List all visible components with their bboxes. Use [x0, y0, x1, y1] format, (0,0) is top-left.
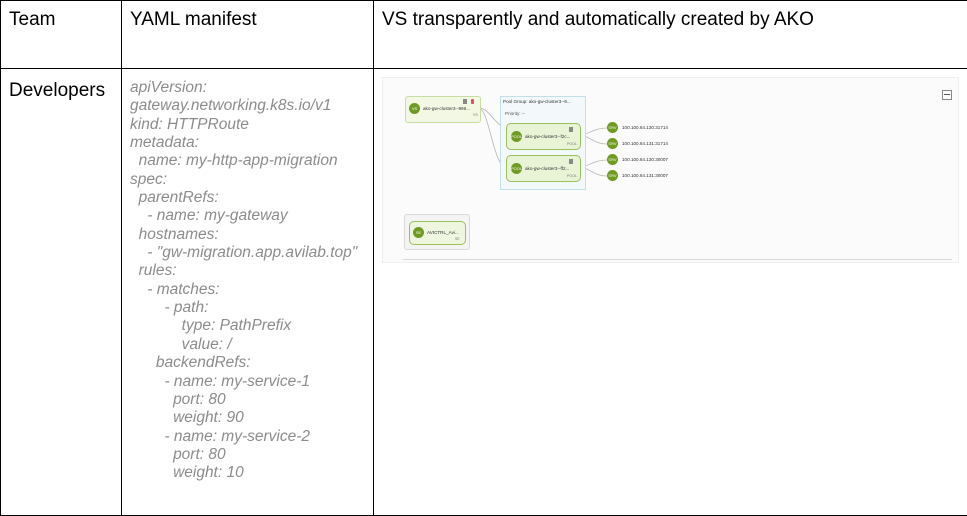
vs-node-tag: VS: [473, 113, 478, 117]
yaml-line: rules:: [130, 262, 177, 280]
header-vs: VS transparently and automatically creat…: [382, 9, 814, 30]
content-row: Developers apiVersion:gateway.networking…: [0, 68, 967, 516]
yaml-line: backendRefs:: [130, 354, 251, 372]
yaml-line: metadata:: [130, 134, 199, 152]
vs-node-label: ako-gw-cluster3--996...: [423, 106, 470, 111]
team-name: Developers: [9, 80, 106, 101]
header-row: Team YAML manifest VS transparently and …: [0, 0, 967, 69]
header-yaml-cell: YAML manifest: [121, 0, 374, 69]
server-badge-2: SRV: [607, 138, 618, 149]
yaml-line: - name: my-service-2: [130, 427, 311, 445]
server-ip-2: 100.100.64.131:31714: [622, 141, 668, 146]
server-badge-4: SRV: [607, 170, 618, 181]
vs-badge: VS: [409, 103, 420, 114]
yaml-line: weight: 10: [130, 464, 244, 482]
divider: [403, 259, 952, 260]
vsvip-node-frame: SE AVICTRL_Avi... SE: [404, 214, 470, 250]
server-badge-1: SRV: [607, 122, 618, 133]
vs-node[interactable]: VS ako-gw-cluster3--996... VS: [405, 96, 481, 123]
server-ip-4: 100.100.64.131:30007: [622, 173, 668, 178]
alert-icon: [471, 99, 474, 104]
pool-tag-2: POOL: [567, 174, 577, 178]
yaml-line: - name: my-service-1: [130, 372, 311, 390]
pool-badge-1: POOL: [511, 131, 522, 142]
yaml-line: name: my-http-app-migration: [130, 152, 338, 170]
vsvip-node[interactable]: SE AVICTRL_Avi... SE: [409, 221, 466, 245]
yaml-line: - matches:: [130, 280, 220, 298]
yaml-line: parentRefs:: [130, 189, 219, 207]
yaml-line: - name: my-gateway: [130, 207, 288, 225]
yaml-line: type: PathPrefix: [130, 317, 292, 335]
pool-label-1: ako-gw-cluster3--f2c...: [525, 134, 571, 139]
yaml-line: spec:: [130, 170, 168, 188]
yaml-line: port: 80: [130, 445, 226, 463]
priority-label: Priority: --: [505, 111, 525, 116]
document-icon: [463, 99, 467, 104]
header-team: Team: [9, 9, 56, 30]
vs-topology-screenshot: VS ako-gw-cluster3--996... VS Pool Group…: [382, 77, 959, 263]
server-badge-3: SRV: [607, 154, 618, 165]
yaml-line: apiVersion:: [130, 79, 207, 96]
document-icon: [569, 159, 573, 164]
pool-node-2[interactable]: POOL ako-gw-cluster3--ff2... POOL: [506, 155, 581, 182]
server-ip-3: 100.100.64.130:30007: [622, 157, 668, 162]
document-icon: [569, 127, 573, 132]
team-cell: Developers: [0, 68, 122, 516]
pool-group-label: Pool Group: ako-gw-cluster3--9...: [503, 99, 571, 104]
pool-tag-1: POOL: [567, 142, 577, 146]
vs-cell: VS ako-gw-cluster3--996... VS Pool Group…: [373, 68, 967, 516]
header-vs-cell: VS transparently and automatically creat…: [373, 0, 967, 69]
vsvip-label: AVICTRL_Avi...: [427, 230, 459, 235]
yaml-line: gateway.networking.k8s.io/v1: [130, 97, 332, 115]
yaml-line: - path:: [130, 299, 209, 317]
pool-node-1[interactable]: POOL ako-gw-cluster3--f2c... POOL: [506, 123, 581, 150]
collapse-button[interactable]: [942, 90, 952, 100]
yaml-line: weight: 90: [130, 409, 244, 427]
yaml-line: kind: HTTPRoute: [130, 115, 249, 133]
pool-label-2: ako-gw-cluster3--ff2...: [525, 166, 570, 171]
vsvip-tag: SE: [455, 237, 460, 241]
header-team-cell: Team: [0, 0, 122, 69]
pool-badge-2: POOL: [511, 163, 522, 174]
server-ip-1: 100.100.64.130:31714: [622, 125, 668, 130]
header-yaml: YAML manifest: [130, 9, 257, 30]
yaml-line: port: 80: [130, 390, 226, 408]
yaml-line: value: /: [130, 335, 232, 353]
yaml-line: hostnames:: [130, 225, 219, 243]
vsvip-badge: SE: [413, 227, 424, 238]
yaml-line: - "gw-migration.app.avilab.top": [130, 244, 358, 262]
